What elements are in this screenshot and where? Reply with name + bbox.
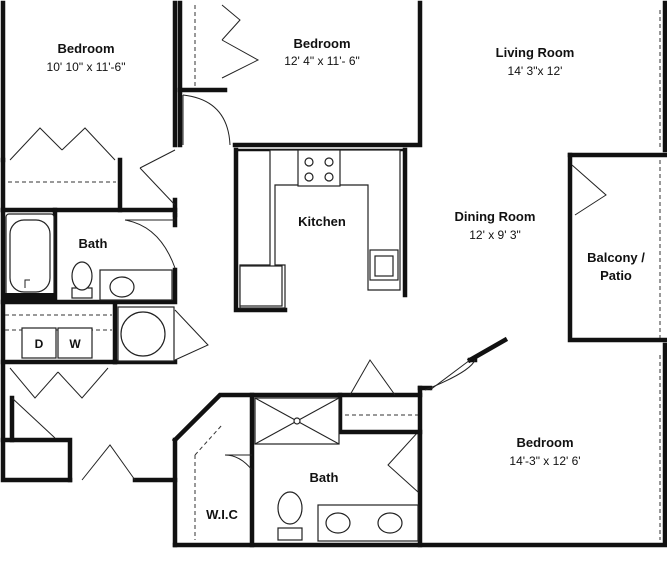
entry-door xyxy=(81,444,136,481)
entry-closet-door xyxy=(11,397,56,439)
wic-dashes xyxy=(194,424,223,540)
bedroom-3-dims: 14'-3" x 12' 6' xyxy=(509,454,580,468)
bedroom-2-closet-doors xyxy=(194,4,260,88)
entry-walls xyxy=(0,395,73,483)
bath-2-label: Bath xyxy=(310,470,339,485)
water-heater xyxy=(117,306,175,362)
refrigerator xyxy=(239,265,283,307)
bath-2-toilet xyxy=(277,491,303,541)
bath-1-vanity xyxy=(99,269,173,301)
bedroom-1-closet-doors xyxy=(8,127,116,183)
laundry-doors xyxy=(9,309,209,399)
living-room-label: Living Room xyxy=(496,45,575,60)
bathtub xyxy=(5,213,55,299)
bedroom-1-dims: 10' 10" x 11'-6" xyxy=(47,60,126,74)
kitchen-sink xyxy=(369,249,399,281)
bedroom-3-label: Bedroom xyxy=(516,435,573,450)
living-room-dims: 14' 3"x 12' xyxy=(508,64,563,78)
bath-1-door xyxy=(124,219,176,269)
washer xyxy=(57,327,93,359)
bedroom-2-door xyxy=(182,94,231,146)
washer-label: W xyxy=(69,337,81,351)
room-labels: Bedroom 10' 10" x 11'-6" Bedroom 12' 4" … xyxy=(35,36,646,522)
wic-label: W.I.C xyxy=(206,507,238,522)
bedroom-3-door xyxy=(424,359,476,391)
bedroom-3-closet-door xyxy=(387,430,419,494)
bath-1-label: Bath xyxy=(79,236,108,251)
bedroom-2-dims: 12' 4" x 11'- 6" xyxy=(284,54,360,68)
bedroom-1-door xyxy=(139,149,176,206)
dining-room-label: Dining Room xyxy=(455,209,536,224)
balcony-door xyxy=(571,164,607,216)
dining-room-dims: 12' x 9' 3" xyxy=(469,228,521,242)
bath-2-walls xyxy=(171,392,423,548)
laundry-walls xyxy=(0,302,178,365)
balcony-walls xyxy=(567,152,667,343)
bedroom-1-walls xyxy=(0,0,178,218)
bedroom-2-walls xyxy=(177,0,423,148)
bath-2-vanity xyxy=(317,504,419,542)
bedroom-3-walls xyxy=(417,336,509,548)
bath-2-door xyxy=(224,454,253,471)
hall-door xyxy=(345,359,418,416)
kitchen-label: Kitchen xyxy=(298,214,346,229)
dryer-label: D xyxy=(35,337,44,351)
bath-1-toilet xyxy=(71,261,93,299)
tub-step xyxy=(3,293,55,302)
dryer xyxy=(21,327,57,359)
stove xyxy=(297,149,341,187)
bedroom-2-label: Bedroom xyxy=(293,36,350,51)
bedroom-1-label: Bedroom xyxy=(57,41,114,56)
shower xyxy=(254,397,340,445)
balcony-label-line1: Balcony / xyxy=(587,250,645,265)
balcony-label-line2: Patio xyxy=(600,268,632,283)
